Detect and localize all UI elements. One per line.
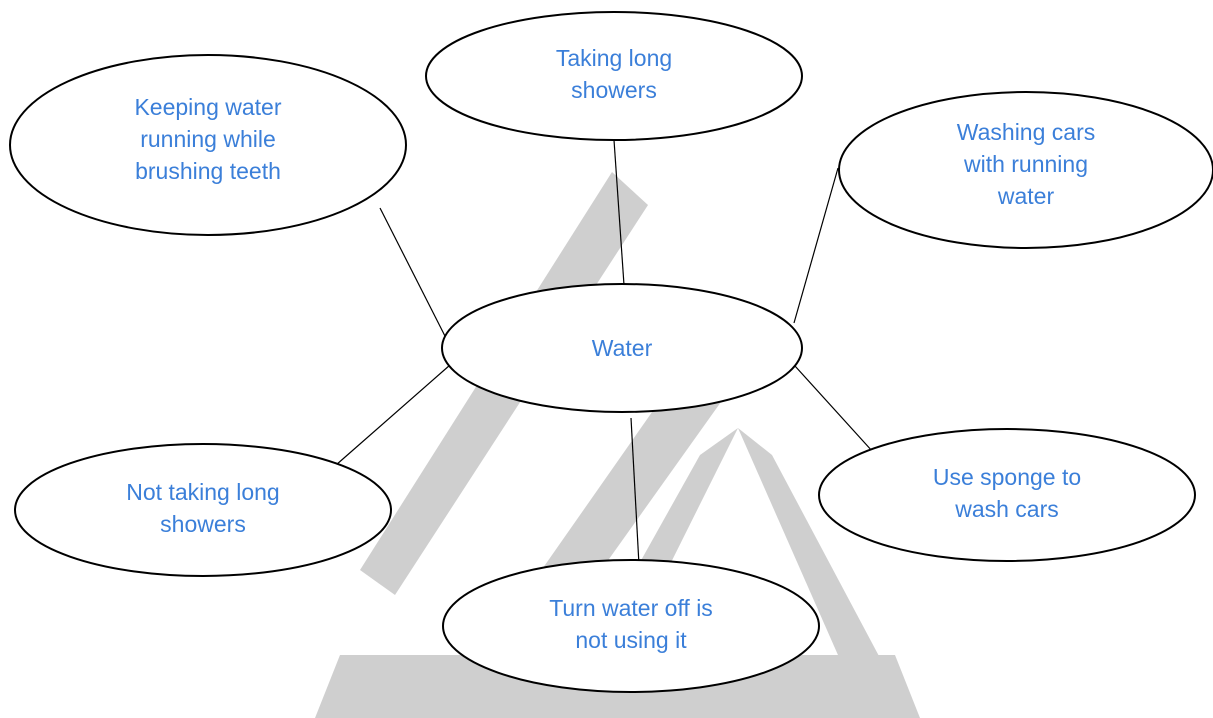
node-text-line: wash cars [954,496,1059,522]
connector-use-sponge [794,365,874,453]
node-text-line: water [997,183,1055,209]
node-text-taking-long-showers: Taking long showers [556,45,672,103]
connector-turn-water-off [630,417,640,566]
node-text-line: Turn water off is [549,595,713,621]
node-not-taking-long-showers: Not taking long showers [14,443,392,577]
watermark-stroke-right-right [738,428,905,705]
connector-not-taking-showers [335,364,451,466]
node-text-not-taking-long-showers: Not taking long showers [126,479,279,537]
node-text-keeping-water-running: Keeping water running while brushing teeth [134,94,281,184]
node-text-use-sponge: Use sponge to wash cars [933,464,1081,522]
node-text-line: Keeping water [134,94,281,120]
node-text-washing-cars: Washing cars with running water [957,119,1095,209]
node-text-line: with running [963,151,1088,177]
connectors [335,139,874,566]
node-text-turn-water-off: Turn water off is not using it [549,595,713,653]
node-text-line: Use sponge to [933,464,1081,490]
node-text-line: brushing teeth [135,158,281,184]
node-text-line: showers [160,511,246,537]
node-text-line: Taking long [556,45,672,71]
node-use-sponge: Use sponge to wash cars [818,428,1196,562]
connector-keeping-water [379,207,448,341]
node-text-line: running while [140,126,276,152]
node-taking-long-showers: Taking long showers [425,11,803,141]
center-node-water: Water [441,283,803,413]
node-washing-cars: Washing cars with running water [838,91,1213,249]
node-text-line: showers [571,77,657,103]
connector-taking-showers [613,139,625,286]
node-turn-water-off: Turn water off is not using it [442,559,820,693]
node-keeping-water-running: Keeping water running while brushing teeth [9,54,407,236]
node-text-line: not using it [575,627,687,653]
connector-washing-cars [793,167,839,324]
node-text-line: Not taking long [126,479,279,505]
node-text-line: Washing cars [957,119,1095,145]
center-node-label: Water [592,335,653,361]
